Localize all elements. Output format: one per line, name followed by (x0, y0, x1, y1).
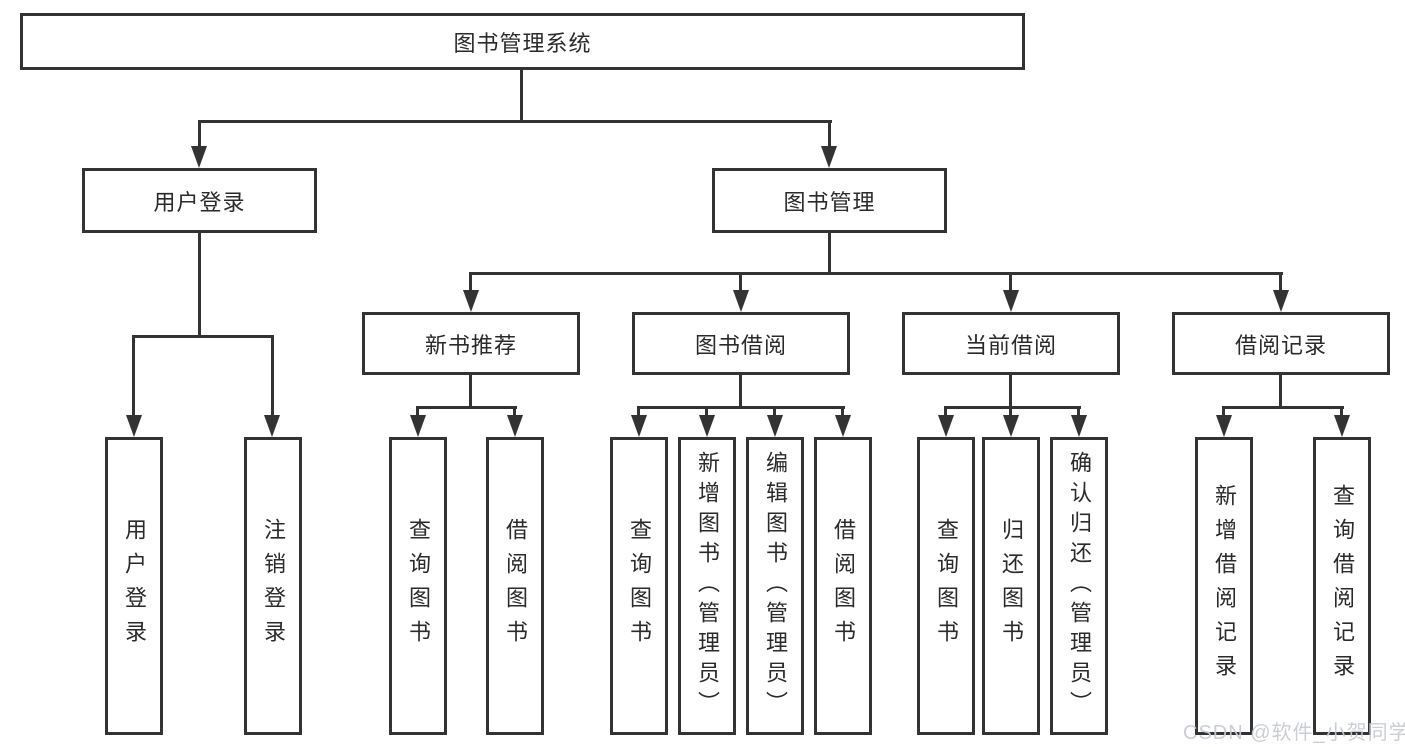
node-label: 新增图书（管理员） (695, 451, 720, 721)
node-label: 用户登录 (153, 189, 246, 215)
arrow-down-icon (767, 415, 783, 437)
arrow-down-icon (1334, 415, 1350, 437)
node-label: 编辑图书（管理员） (763, 451, 788, 721)
arrow-down-icon (631, 415, 647, 437)
leaf-confirm-return-admin: 确认归还（管理员） (1050, 437, 1108, 735)
connector-line (513, 406, 516, 422)
node-label: 借阅记录 (1234, 332, 1327, 358)
connector-line (705, 406, 708, 422)
connector-line (1279, 375, 1282, 409)
arrow-down-icon (1003, 290, 1019, 312)
leaf-query-books-borrowing: 查询图书 (610, 437, 668, 735)
node-book-borrowing: 图书借阅 (632, 312, 850, 375)
leaf-user-login: 用户登录 (105, 437, 163, 735)
connector-line (1340, 406, 1343, 422)
connector-line (198, 120, 201, 150)
leaf-borrow-books-recommend: 借阅图书 (486, 437, 544, 735)
node-book-management: 图书管理 (712, 168, 947, 233)
arrow-down-icon (938, 415, 954, 437)
arrow-down-icon (1273, 290, 1289, 312)
node-label: 归还图书 (999, 518, 1024, 654)
connector-line (637, 406, 640, 422)
connector-line (132, 335, 274, 338)
connector-line (828, 120, 831, 150)
arrow-down-icon (699, 415, 715, 437)
node-label: 图书借阅 (694, 332, 787, 358)
connector-line (132, 335, 135, 419)
connector-line (773, 406, 776, 422)
arrow-down-icon (126, 415, 142, 437)
node-label: 确认归还（管理员） (1067, 451, 1092, 721)
arrow-down-icon (507, 415, 523, 437)
node-label: 新书推荐 (424, 332, 517, 358)
arrow-down-icon (191, 146, 207, 168)
connector-line (198, 233, 201, 338)
node-label: 当前借阅 (964, 332, 1057, 358)
connector-line (469, 272, 472, 294)
connector-line (739, 375, 742, 409)
connector-line (1077, 406, 1080, 422)
arrow-down-icon (733, 290, 749, 312)
node-label: 查询图书 (934, 518, 959, 654)
connector-line (1009, 375, 1012, 409)
connector-line (469, 272, 1283, 275)
node-label: 借阅图书 (831, 518, 856, 654)
leaf-query-borrow-record: 查询借阅记录 (1313, 437, 1371, 735)
node-label: 用户登录 (122, 518, 147, 654)
arrow-down-icon (1003, 415, 1019, 437)
connector-line (271, 335, 274, 419)
arrow-down-icon (463, 290, 479, 312)
connector-line (944, 406, 1081, 409)
node-label: 图书管理 (783, 189, 876, 215)
leaf-logout-login: 注销登录 (244, 437, 302, 735)
leaf-borrow-books-borrowing: 借阅图书 (814, 437, 872, 735)
connector-line (828, 233, 831, 275)
node-user-login: 用户登录 (82, 168, 317, 233)
arrow-down-icon (410, 415, 426, 437)
arrow-down-icon (835, 415, 851, 437)
connector-line (1009, 272, 1012, 294)
connector-line (1222, 406, 1344, 409)
node-borrowing-records: 借阅记录 (1172, 312, 1390, 375)
node-label: 新增借阅记录 (1212, 484, 1237, 688)
node-label: 借阅图书 (503, 518, 528, 654)
connector-line (520, 70, 523, 123)
arrow-down-icon (821, 146, 837, 168)
connector-line (416, 406, 517, 409)
watermark: CSDN @软件_小贺同学 (1183, 722, 1405, 744)
connector-line (1222, 406, 1225, 422)
leaf-edit-books-admin: 编辑图书（管理员） (746, 437, 804, 735)
connector-line (1009, 406, 1012, 422)
node-label: 查询图书 (406, 518, 431, 654)
connector-line (841, 406, 844, 422)
leaf-query-books-recommend: 查询图书 (389, 437, 447, 735)
node-library-system: 图书管理系统 (20, 13, 1025, 70)
node-label: 查询图书 (627, 518, 652, 654)
node-label: 图书管理系统 (453, 30, 592, 56)
leaf-add-books-admin: 新增图书（管理员） (678, 437, 736, 735)
connector-line (416, 406, 419, 422)
connector-line (469, 375, 472, 409)
node-label: 查询借阅记录 (1330, 484, 1355, 688)
connector-line (1279, 272, 1282, 294)
arrow-down-icon (1216, 415, 1232, 437)
connector-line (198, 120, 832, 123)
leaf-add-borrow-record: 新增借阅记录 (1195, 437, 1253, 735)
node-label: 注销登录 (261, 518, 286, 654)
connector-line (637, 406, 845, 409)
node-new-book-recommendation: 新书推荐 (362, 312, 580, 375)
connector-line (944, 406, 947, 422)
node-current-borrowing: 当前借阅 (902, 312, 1120, 375)
arrow-down-icon (264, 415, 280, 437)
arrow-down-icon (1071, 415, 1087, 437)
leaf-query-books-current: 查询图书 (917, 437, 975, 735)
leaf-return-books: 归还图书 (982, 437, 1040, 735)
connector-line (739, 272, 742, 294)
